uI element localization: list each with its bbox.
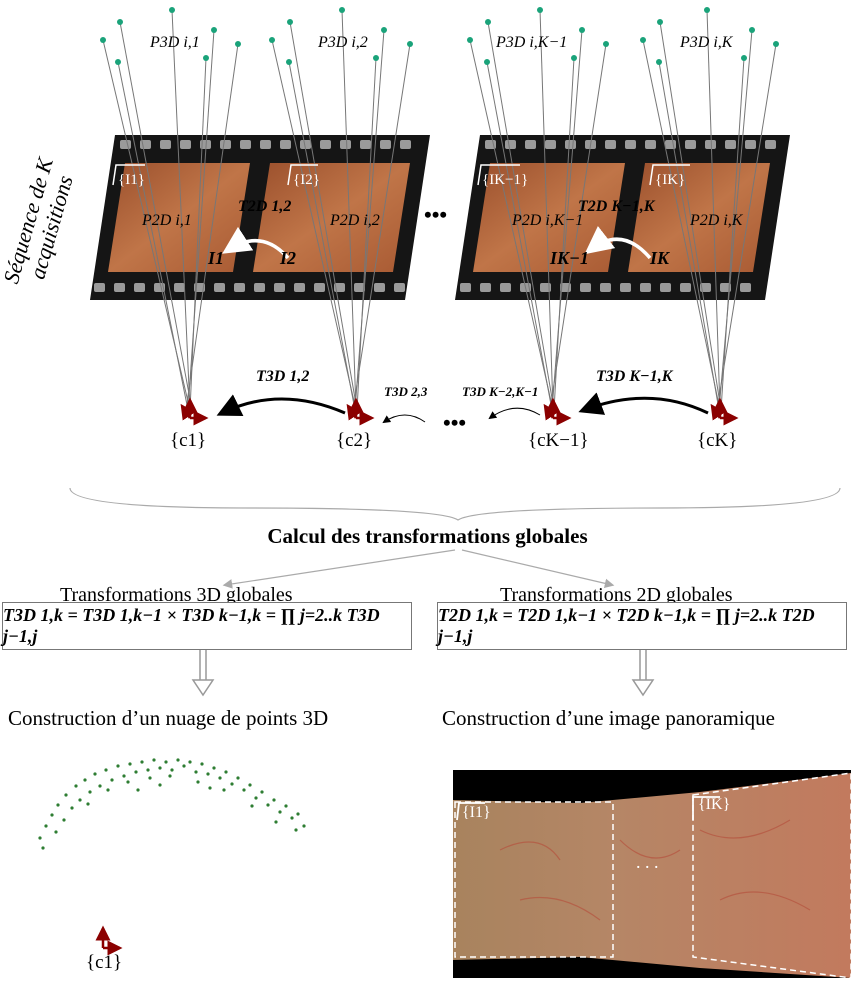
image-label-4: IK: [650, 248, 670, 268]
global-brace: [69, 487, 841, 521]
p2d-label-4: P2D i,K: [690, 212, 743, 229]
p2d-label-1: P2D i,1: [142, 212, 192, 229]
cloud-camera-axes: [95, 925, 123, 956]
arrow-to-3d: [222, 549, 456, 589]
t3d-label-2: T3D 2,3: [384, 384, 428, 399]
p3d-label-1: P3D i,1: [150, 34, 200, 51]
t3d-arc-k2k1: [488, 407, 541, 420]
frame-label-4: {IK}: [655, 172, 686, 188]
p3d-label-2: P3D i,2: [318, 34, 368, 51]
global-heading: Calcul des transformations globales: [267, 524, 588, 548]
pano-label-last: {IK}: [698, 796, 731, 813]
p2d-label-2: P2D i,2: [330, 212, 380, 229]
t2d-arc-right: [584, 226, 652, 260]
t3d-label-1: T3D 1,2: [256, 368, 310, 385]
camera-axes: [180, 397, 739, 426]
3d-points: [100, 7, 779, 65]
pano-dots: . . .: [636, 852, 659, 872]
t3d-label-3: T3D K−2,K−1: [462, 384, 539, 399]
double-arrow-left: [191, 650, 215, 697]
arrow-to-2d: [461, 549, 615, 589]
ellipsis-bottom: •••: [443, 410, 467, 435]
t3d-label-4: T3D K−1,K: [596, 368, 673, 385]
t2d-label-1: T2D 1,2: [238, 198, 292, 215]
t3d-arc-12: [216, 394, 346, 416]
frame-label-1: {I1}: [118, 172, 145, 188]
left-title: Transformations 3D globales: [60, 584, 293, 606]
formula-3d-box: T3D 1,k = T3D 1,k−1 × T3D k−1,k = ∏ j=2.…: [2, 602, 412, 650]
right-result-title: Construction d’une image panoramique: [442, 706, 775, 730]
t2d-label-2: T2D K−1,K: [578, 198, 655, 215]
projection-rays: [102, 9, 777, 411]
camera-label-4: {cK}: [697, 430, 738, 451]
formula-3d: T3D 1,k = T3D 1,k−1 × T3D k−1,k = ∏ j=2.…: [3, 605, 380, 646]
camera-label-3: {cK−1}: [528, 430, 589, 451]
t3d-arc-23: [382, 414, 426, 424]
point-cloud: [38, 758, 306, 850]
formula-2d-box: T2D 1,k = T2D 1,k−1 × T2D k−1,k = ∏ j=2.…: [437, 602, 847, 650]
frame-label-3: {IK−1}: [482, 172, 529, 188]
image-frame-axes: [112, 164, 690, 186]
image-label-3: IK−1: [550, 248, 589, 268]
camera-label-1: {c1}: [170, 430, 207, 451]
panorama-image: [453, 770, 852, 979]
p2d-label-3: P2D i,K−1: [512, 212, 584, 229]
double-arrow-right: [631, 650, 655, 697]
cloud-camera-label: {c1}: [86, 952, 123, 973]
t3d-arc-k1k: [578, 392, 709, 415]
camera-label-2: {c2}: [336, 430, 373, 451]
image-label-2: I2: [280, 248, 297, 268]
p3d-label-4: P3D i,K: [680, 34, 733, 51]
p3d-label-3: P3D i,K−1: [496, 34, 568, 51]
pano-label-first: {I1}: [462, 804, 491, 821]
frame-label-2: {I2}: [293, 172, 320, 188]
left-result-title: Construction d’un nuage de points 3D: [8, 706, 329, 730]
ellipsis-top: •••: [424, 202, 448, 227]
image-label-1: I1: [208, 248, 225, 268]
right-title: Transformations 2D globales: [500, 584, 733, 606]
formula-2d: T2D 1,k = T2D 1,k−1 × T2D k−1,k = ∏ j=2.…: [438, 605, 815, 646]
t2d-arc-left: [222, 226, 290, 260]
